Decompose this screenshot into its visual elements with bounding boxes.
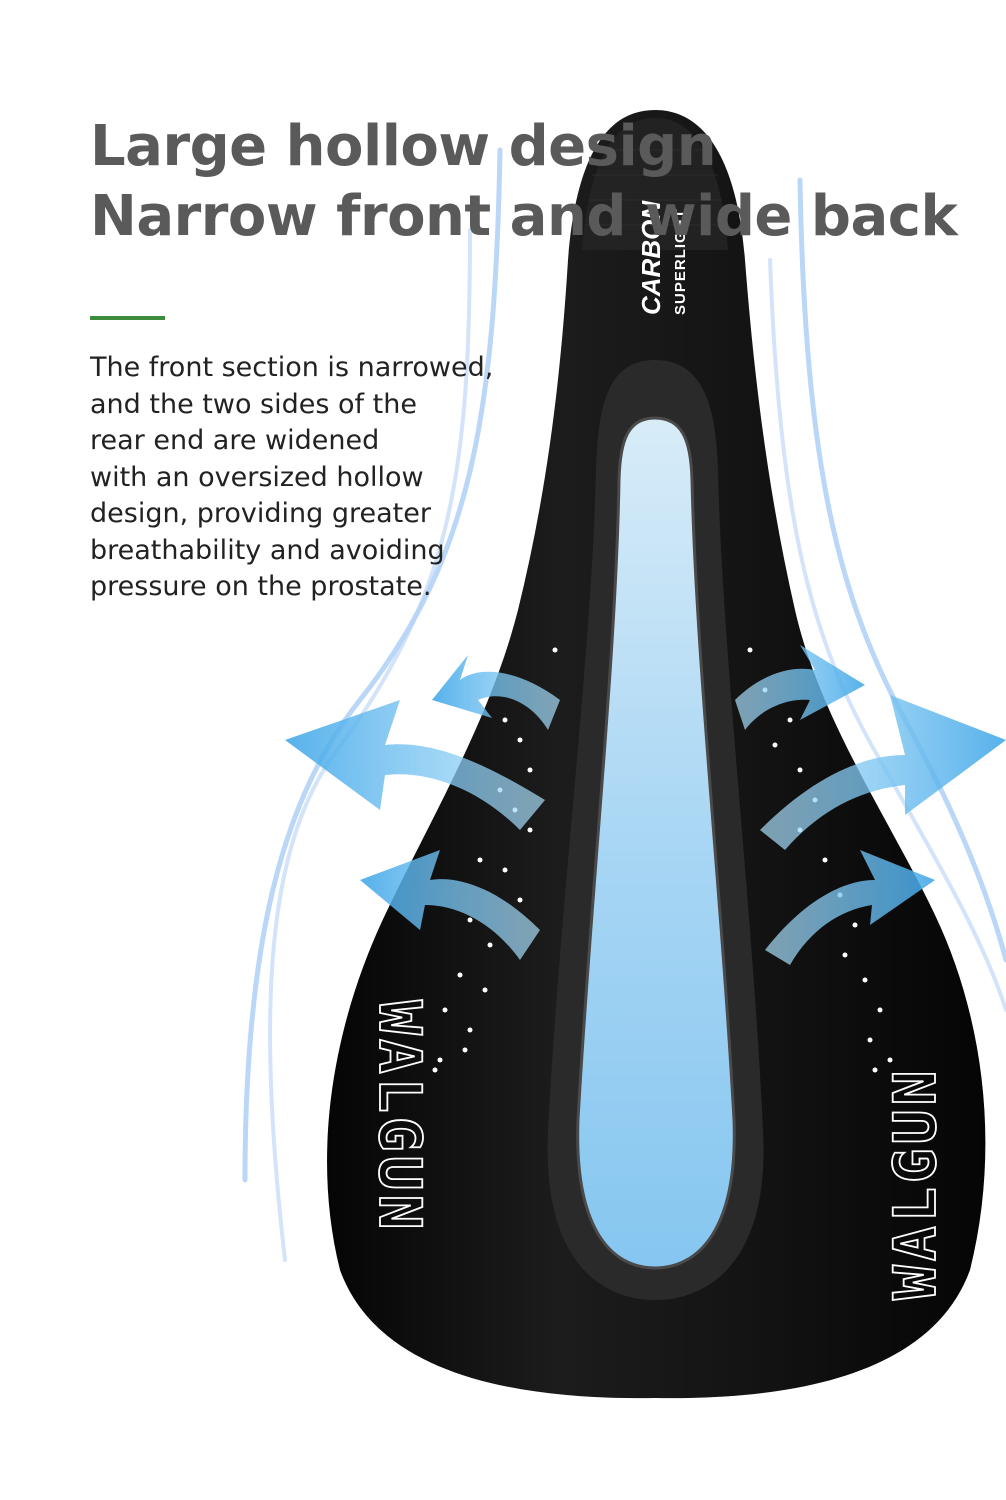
description-line: pressure on the prostate.: [90, 571, 432, 602]
airflow-arrow-icon: [285, 655, 560, 960]
headline-line-1: Large hollow design: [90, 114, 717, 179]
description-line: The front section is narrowed,: [90, 352, 494, 383]
description-line: rear end are widened: [90, 425, 380, 456]
side-brand-right: WALGUN: [881, 1066, 949, 1300]
nose-brand-text: CARBON: [636, 200, 666, 315]
headline-line-2: Narrow front and wide back: [90, 184, 958, 249]
description-line: design, providing greater: [90, 498, 431, 529]
airflow-arrow-icon: [735, 645, 1006, 965]
side-brand-left: WALGUN: [366, 1000, 434, 1234]
headline: Large hollow design Narrow front and wid…: [90, 112, 958, 252]
description-line: with an oversized hollow: [90, 461, 424, 493]
description-line: and the two sides of the: [90, 388, 417, 420]
airflow-lines: [242, 147, 1006, 1262]
accent-divider: [90, 316, 165, 320]
nose-subtitle-text: SUPERLIGHT: [672, 208, 689, 315]
description-paragraph: The front section is narrowed, and the t…: [90, 350, 530, 606]
description-line: breathability and avoiding: [90, 534, 445, 566]
